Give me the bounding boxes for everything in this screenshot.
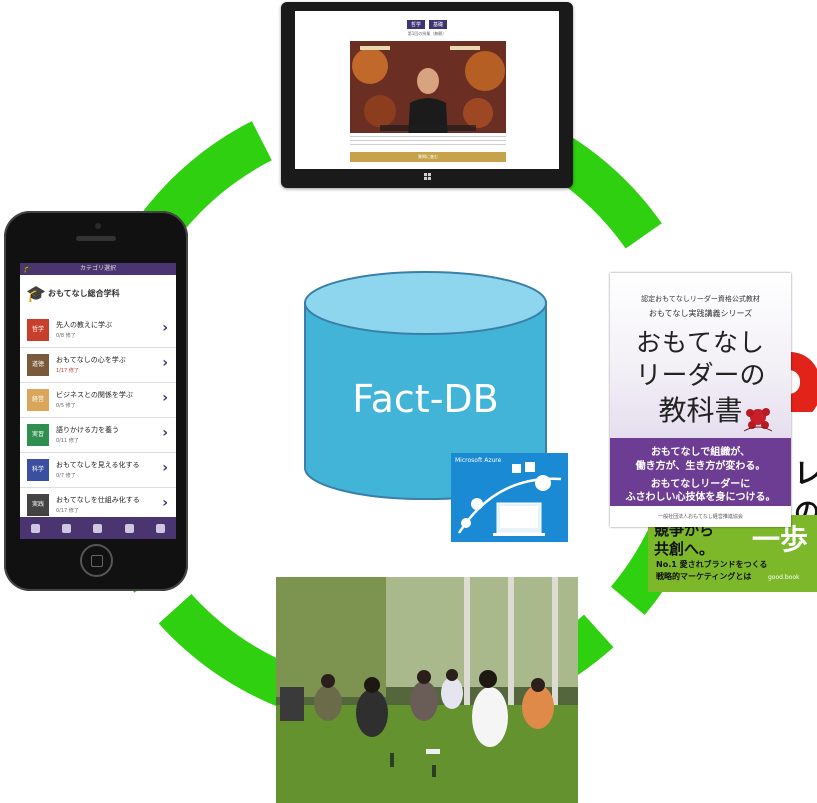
course-item-title: ビジネスとの関係を学ぶ (56, 391, 133, 399)
nav-chat-icon[interactable] (93, 523, 103, 533)
course-category-badge: 哲学 (27, 319, 49, 341)
home-button[interactable] (80, 544, 113, 577)
course-category-badge: 道徳 (27, 354, 49, 376)
book-publisher: 一般社団法人おもてなし経営推進協会 (658, 514, 743, 520)
course-title: おもてなし総合学科 (48, 289, 120, 298)
course-item-progress: 0/11 修了 (56, 438, 79, 444)
course-item-title: おもてなしの心を学ぶ (56, 356, 126, 364)
course-list-item[interactable]: 科学おもてなしを見える化する 0/7 修了 › (20, 453, 176, 488)
workshop-photo (276, 577, 578, 803)
graduation-cap-icon: 🎓 (23, 264, 33, 273)
fact-db-cylinder: Fact-DB (304, 271, 547, 500)
tablet-screen: 哲学 基礎 第1回の授業（無観） 質問に進む (295, 11, 559, 169)
course-item-progress: 0/8 修了 (56, 333, 76, 339)
course-list-item[interactable]: 哲学先人の教えに学ぶ 0/8 修了 › (20, 313, 176, 348)
azure-illustration (457, 462, 562, 536)
course-category-badge: 経営 (27, 389, 49, 411)
book-title-line: リーダーの (635, 361, 766, 391)
chevron-right-icon: › (162, 355, 168, 371)
phone-top-bar: 🎓 カテゴリ選択 (20, 263, 176, 275)
windows-logo-icon[interactable] (424, 173, 431, 180)
ring-arc-segment (549, 137, 662, 249)
book-band-line: ふさわしい心技体を身につける。 (625, 492, 776, 503)
book-title-line: おもてなし (635, 328, 765, 357)
tablet-tab-bar: 哲学 基礎 (295, 20, 559, 29)
book-series: おもてなし実践講義シリーズ (648, 309, 753, 318)
tablet-subtitle: 第1回の授業（無観） (407, 31, 447, 36)
course-item-progress: 0/17 修了 (56, 508, 79, 514)
course-list-item[interactable]: 実習語りかける力を養う 0/11 修了 › (20, 418, 176, 453)
course-category-badge: 実践 (27, 494, 49, 516)
course-list-item[interactable]: 道徳おもてなしの心を学ぶ 1/17 修了 › (20, 348, 176, 383)
azure-cloud-badge: Microsoft Azure (451, 453, 568, 542)
book-band-line: おもてなしリーダーに (650, 479, 751, 490)
book-green-band (648, 515, 817, 592)
course-item-title: おもてなしを仕組み化する (56, 496, 140, 504)
course-category-badge: 実習 (27, 424, 49, 446)
nav-home-icon[interactable] (62, 523, 72, 533)
lecture-description (350, 133, 506, 147)
tablet-tab[interactable]: 哲学 (406, 20, 425, 29)
tablet-tab[interactable]: 基礎 (429, 20, 448, 29)
next-question-button[interactable]: 質問に進む (350, 152, 506, 162)
chevron-right-icon: › (162, 425, 168, 441)
book-big-glyph: レ (794, 457, 817, 490)
course-item-title: 語りかける力を養う (56, 426, 119, 434)
phone-speaker (76, 236, 116, 241)
book-series-top: 認定おもてなしリーダー資格公式教材 (641, 295, 760, 303)
course-item-title: 先人の教えに学ぶ (56, 321, 112, 329)
chevron-right-icon: › (162, 320, 168, 336)
course-list-item[interactable]: 経営ビジネスとの関係を学ぶ 0/5 修了 › (20, 383, 176, 418)
lecture-video[interactable] (350, 41, 506, 141)
chevron-right-icon: › (162, 390, 168, 406)
azure-label: Microsoft Azure (455, 457, 502, 464)
course-item-progress: 0/5 修了 (56, 403, 76, 409)
nav-logout-icon[interactable] (155, 523, 165, 533)
book-purple-band (610, 438, 791, 506)
phone-topbar-title: カテゴリ選択 (79, 265, 116, 272)
red-flower-icon (743, 408, 773, 432)
book-cover-main: 認定おもてなしリーダー資格公式教材 おもてなし実践講義シリーズ おもてなし リー… (610, 273, 791, 527)
course-category-badge: 科学 (27, 459, 49, 481)
phone-header: 🎓 おもてなし総合学科 (20, 275, 176, 311)
chevron-right-icon: › (162, 460, 168, 476)
video-background (350, 41, 506, 141)
db-label: Fact-DB (352, 377, 499, 421)
course-item-progress: 1/17 修了 (56, 368, 79, 374)
book-big-word: 一歩 (752, 523, 809, 556)
course-item-title: おもてなしを見える化する (56, 461, 140, 469)
phone-bottom-nav (20, 517, 176, 539)
course-item-progress: 0/7 修了 (56, 473, 76, 479)
tablet-device: 哲学 基礎 第1回の授業（無観） 質問に進む (281, 2, 573, 188)
book-title-line: 教科書 (658, 394, 743, 427)
book-tagline: 戦略的マーケティングとは (656, 572, 752, 581)
chevron-right-icon: › (162, 495, 168, 511)
book-band-line: おもてなしで組織が、 (650, 447, 751, 458)
nav-heart-icon[interactable] (124, 523, 134, 533)
book-heading-line: 共創へ。 (654, 540, 715, 558)
book-band-line: 働き方が、生き方が変わる。 (635, 461, 766, 472)
book-imprint: good.book (768, 574, 800, 581)
nav-courses-icon[interactable] (31, 523, 41, 533)
book-tagline: No.1 愛されブランドをつくる (656, 560, 768, 569)
graduation-cap-icon: 🎓 (26, 284, 46, 303)
phone-camera (95, 223, 101, 229)
